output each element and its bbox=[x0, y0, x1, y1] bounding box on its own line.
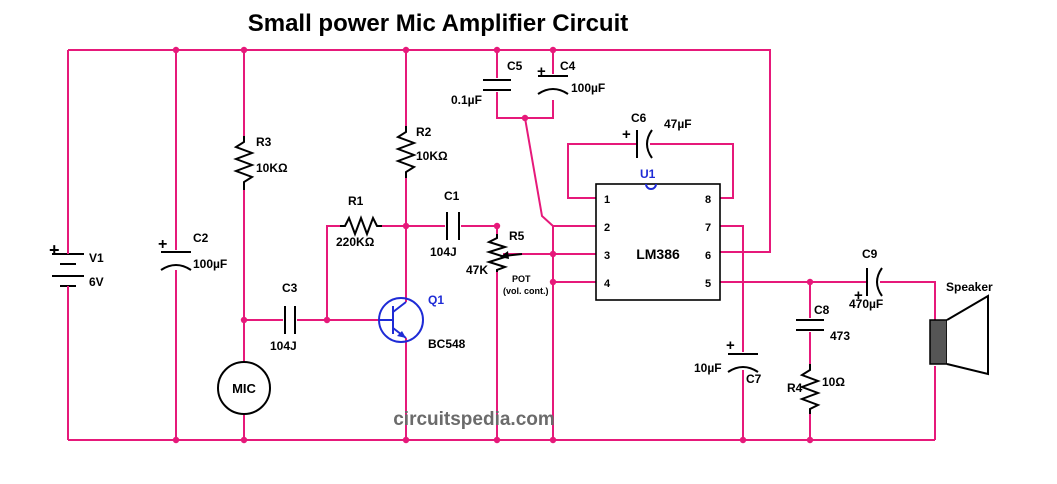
battery-v1: + V1 6V bbox=[49, 240, 104, 294]
label-c6: C6 bbox=[631, 111, 647, 125]
capacitor-c2: + C2 100µF bbox=[158, 231, 227, 271]
label-mic: MIC bbox=[232, 381, 256, 396]
chip-name: LM386 bbox=[636, 246, 680, 262]
label-speaker: Speaker bbox=[946, 280, 993, 294]
label-c8: C8 bbox=[814, 303, 830, 317]
microphone: MIC bbox=[217, 361, 271, 415]
plus-sign: + bbox=[726, 337, 735, 354]
plus-sign: + bbox=[537, 63, 546, 80]
wires bbox=[67, 49, 936, 441]
capacitor-c8: C8 473 bbox=[796, 303, 850, 343]
pin-7: 7 bbox=[705, 222, 711, 234]
capacitor-c5: C5 0.1µF bbox=[451, 59, 523, 107]
capacitor-c3: C3 104J bbox=[270, 281, 298, 353]
label-c7: C7 bbox=[746, 372, 762, 386]
value-r5: 47K bbox=[466, 263, 488, 277]
pin-5: 5 bbox=[705, 278, 711, 290]
value-c5: 0.1µF bbox=[451, 93, 482, 107]
transistor-q1: Q1 BC548 bbox=[378, 293, 466, 351]
junction-dots bbox=[172, 46, 814, 444]
value-c6: 47µF bbox=[664, 117, 692, 131]
pin-4: 4 bbox=[604, 278, 611, 290]
potentiometer-r5: R5 47K POT (vol. cont.) bbox=[466, 229, 549, 296]
value-r3: 10KΩ bbox=[256, 161, 288, 175]
label-c9: C9 bbox=[862, 247, 878, 261]
plus-sign: + bbox=[854, 287, 863, 304]
value-c3: 104J bbox=[270, 339, 297, 353]
website-watermark: circuitspedia.com bbox=[393, 409, 555, 430]
capacitor-c9: + C9 470µF bbox=[849, 247, 883, 311]
value-c7: 10µF bbox=[694, 361, 722, 375]
label-r4: R4 bbox=[787, 381, 803, 395]
pin-8: 8 bbox=[705, 194, 711, 206]
capacitor-c6: + C6 47µF bbox=[622, 111, 692, 159]
plus-sign: + bbox=[622, 126, 631, 143]
label-v1: V1 bbox=[89, 251, 104, 265]
pin-2: 2 bbox=[604, 222, 610, 234]
label-r3: R3 bbox=[256, 135, 272, 149]
label-u1: U1 bbox=[640, 167, 656, 181]
page-title: Small power Mic Amplifier Circuit bbox=[248, 10, 629, 37]
capacitor-c4: + C4 100µF bbox=[537, 59, 605, 95]
value-v1: 6V bbox=[89, 275, 104, 289]
value-r2: 10KΩ bbox=[416, 149, 448, 163]
plus-sign: + bbox=[158, 236, 167, 253]
label-r1: R1 bbox=[348, 194, 364, 208]
capacitor-c1: C1 104J bbox=[430, 189, 460, 259]
label-c4: C4 bbox=[560, 59, 576, 73]
pin-6: 6 bbox=[705, 250, 711, 262]
label-c5: C5 bbox=[507, 59, 523, 73]
label-q1: Q1 bbox=[428, 293, 444, 307]
speaker: Speaker bbox=[929, 280, 993, 376]
capacitor-c7: + 10µF C7 bbox=[694, 337, 762, 386]
value-q1: BC548 bbox=[428, 337, 466, 351]
pin-1: 1 bbox=[604, 194, 610, 206]
label-c3: C3 bbox=[282, 281, 298, 295]
value-c9: 470µF bbox=[849, 297, 883, 311]
resistor-r1: R1 220KΩ bbox=[336, 194, 382, 249]
value-c1: 104J bbox=[430, 245, 457, 259]
label-c1: C1 bbox=[444, 189, 460, 203]
resistor-r2: R2 10KΩ bbox=[395, 125, 448, 178]
label-r5: R5 bbox=[509, 229, 525, 243]
pin-3: 3 bbox=[604, 250, 610, 262]
note-pot: POT bbox=[512, 274, 531, 284]
label-r2: R2 bbox=[416, 125, 432, 139]
value-r1: 220KΩ bbox=[336, 235, 375, 249]
value-c8: 473 bbox=[830, 329, 850, 343]
value-r4: 10Ω bbox=[822, 375, 845, 389]
value-c2: 100µF bbox=[193, 257, 227, 271]
resistor-r4: R4 10Ω bbox=[787, 364, 845, 414]
plus-sign: + bbox=[49, 240, 60, 260]
value-c4: 100µF bbox=[571, 81, 605, 95]
note-vol-cont: (vol. cont.) bbox=[503, 286, 549, 296]
ic-u1-lm386: U1 LM386 1 2 3 4 8 7 6 5 bbox=[595, 167, 721, 301]
label-c2: C2 bbox=[193, 231, 209, 245]
resistor-r3: R3 10KΩ bbox=[233, 135, 288, 190]
